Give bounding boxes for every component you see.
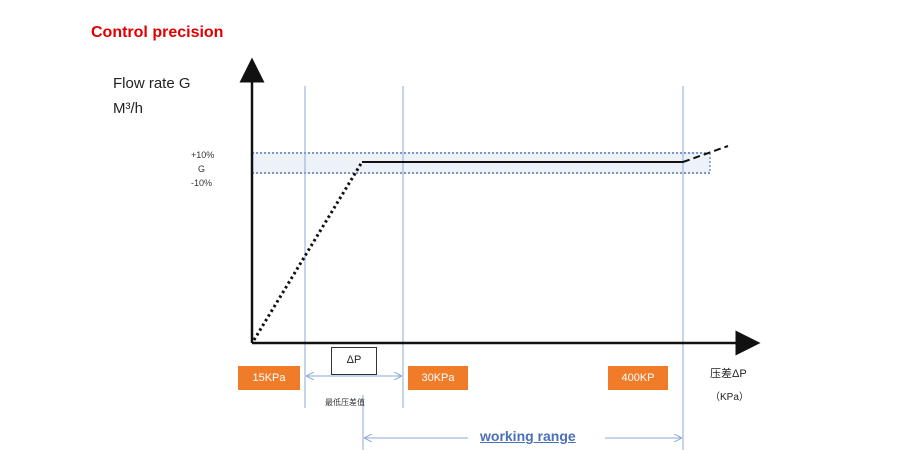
y-axis-unit: M³/h (113, 100, 143, 117)
flow-curve-rising-dotted (252, 161, 364, 341)
working-range-label: working range (480, 428, 576, 444)
page-title: Control precision (91, 24, 224, 41)
tolerance-minus-label: -10% (191, 178, 213, 188)
y-axis-label: Flow rate G (113, 75, 191, 92)
tolerance-center-label: G (198, 164, 206, 174)
delta-p-box: ΔP (331, 347, 377, 375)
tolerance-plus-label: +10% (191, 150, 215, 160)
x-axis-unit: （KPa） (710, 392, 749, 403)
flow-curve-end-dashed (682, 145, 729, 163)
x-axis-label: 压差ΔP (710, 368, 747, 380)
pressure-box-30kpa: 30KPa (408, 366, 468, 390)
pressure-box-400kpa: 400KP (608, 366, 668, 390)
pressure-box-15kpa: 15KPa (238, 366, 300, 390)
minimum-pressure-label: 最低压差值 (325, 398, 365, 407)
